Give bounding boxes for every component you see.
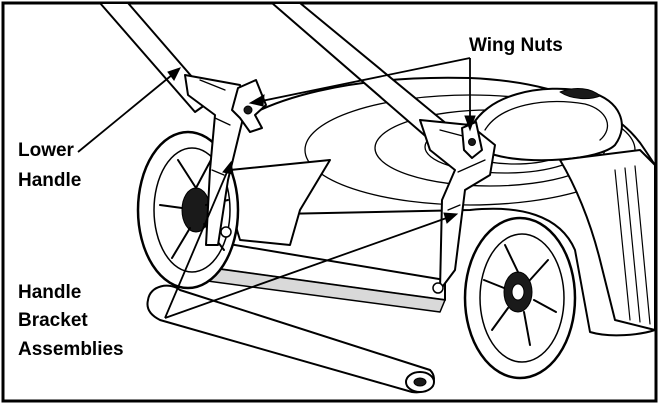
deck-side-right [559, 149, 656, 331]
label-lower-handle-line1: Lower [18, 140, 75, 161]
motor-dome-cap [559, 88, 601, 100]
deck-side-ribs [614, 165, 651, 325]
bracket-right [419, 119, 496, 291]
wing-nut-left-hub [243, 105, 253, 115]
arrowhead-bracket-right [443, 212, 459, 224]
mounting-bolt [432, 282, 444, 294]
mower-illustration [99, 2, 656, 394]
label-lower-handle-line2: Handle [18, 170, 81, 191]
leader-lines [77, 57, 471, 319]
label-bracket-line3: Assemblies [18, 339, 124, 360]
label-bracket-line2: Bracket [18, 310, 88, 331]
wing-nut-right-hub [468, 138, 476, 146]
bracket-left-inner [199, 79, 231, 176]
arrowhead-wing-nut-left [248, 94, 265, 107]
right-wheel [463, 216, 577, 380]
label-bracket-line1: Handle [18, 282, 81, 303]
label-wing-nuts: Wing Nuts [469, 35, 563, 56]
motor-dome-rim [484, 101, 609, 141]
arrowhead-wing-nut-right [464, 115, 476, 132]
arrowhead-lower-handle [167, 67, 181, 81]
arrow-heads [167, 67, 476, 224]
mounting-bolt [220, 226, 232, 238]
arrowhead-bracket-left [222, 160, 234, 175]
roller-end-inner [413, 377, 427, 387]
